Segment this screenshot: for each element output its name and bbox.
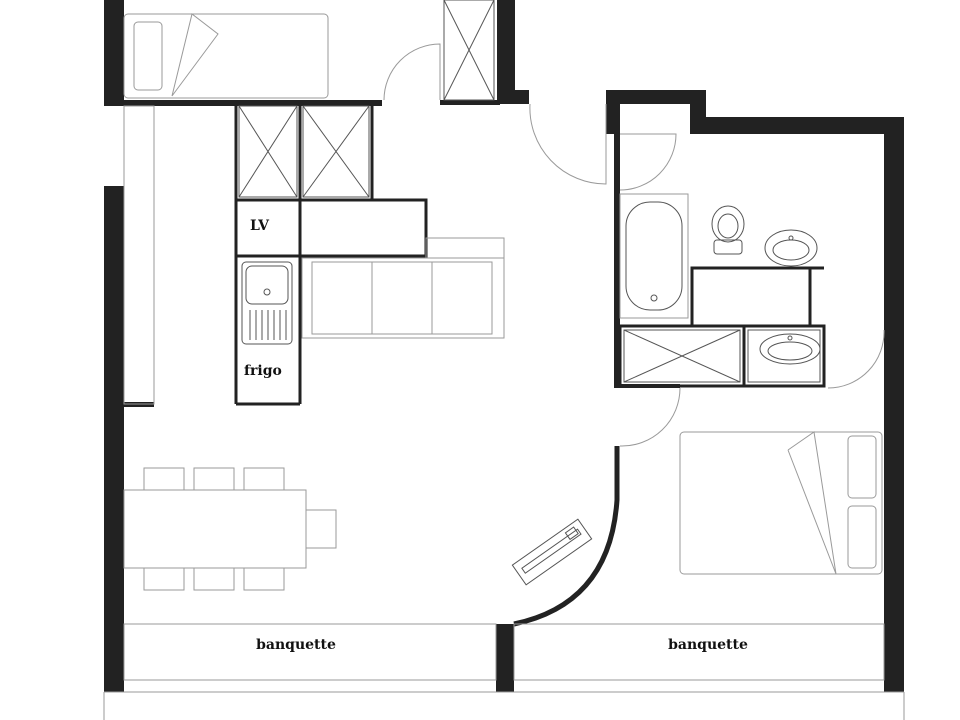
- bathroom: [618, 193, 826, 388]
- kitchen-sink: [241, 261, 293, 345]
- cabinet-box-left: [238, 105, 298, 198]
- left-window-strip: [123, 105, 155, 405]
- wall-closet-right: [497, 0, 515, 104]
- label-banquette-right: banquette: [668, 637, 748, 653]
- banquettes: banquette banquette: [103, 623, 905, 720]
- wall-right: [884, 117, 904, 692]
- dining-table: [123, 467, 337, 591]
- counter-block: [234, 198, 428, 258]
- bath-sink-top: [764, 229, 818, 267]
- toilet: [711, 205, 745, 255]
- wall-top-right-short: [440, 100, 500, 105]
- tv-unit: [511, 518, 593, 586]
- bath-cabinet-mid: [690, 266, 812, 328]
- label-banquette-left: banquette: [256, 637, 336, 653]
- top-bed: [123, 13, 329, 99]
- cabinet-box-right: [302, 105, 370, 198]
- door-right-bedroom: [827, 329, 885, 389]
- door-bedroom: [619, 387, 681, 447]
- walls: [104, 0, 904, 692]
- wall-center-bottom: [496, 624, 514, 692]
- right-bed: [679, 431, 883, 575]
- door-bath: [619, 133, 677, 191]
- kitchen: LV frigo: [234, 102, 428, 406]
- kitchen-upper-cabinets: [234, 102, 374, 202]
- bathtub: [619, 193, 689, 319]
- sofa: [301, 237, 505, 339]
- top-closet: [443, 0, 495, 101]
- bath-sink-box: [742, 324, 826, 388]
- label-lv: LV: [250, 218, 270, 234]
- wall-left-lower: [104, 186, 124, 692]
- wall-bath-left: [614, 104, 620, 388]
- label-frigo: frigo: [244, 363, 282, 379]
- door-right-hall: [529, 103, 607, 185]
- curved-partition: [513, 446, 620, 627]
- doors: [383, 43, 885, 447]
- wall-closet-step: [497, 90, 529, 104]
- door-top-center: [383, 43, 441, 101]
- wall-top-right-notch: [606, 90, 904, 134]
- wall-left-upper: [104, 0, 124, 106]
